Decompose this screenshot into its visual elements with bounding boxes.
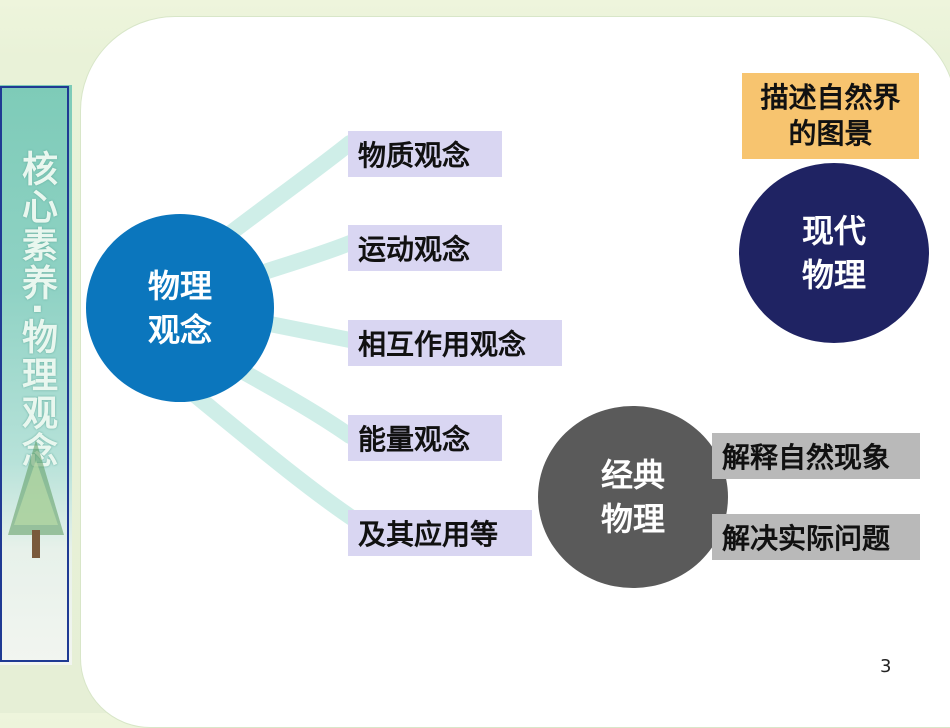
modern-physics-node: 现代 物理 — [739, 163, 929, 343]
page-number: 3 — [880, 656, 892, 677]
modern-physics-label-2: 物理 — [801, 256, 866, 294]
modern-desc-line-1: 描述自然界 — [760, 81, 901, 114]
classical-physics-label-2: 物理 — [600, 500, 665, 538]
concept-box-energy: 能量观念 — [348, 415, 502, 461]
classical-item-explain: 解释自然现象 — [712, 433, 920, 479]
sidebar-title: 核心素养·物理观念 — [16, 150, 57, 470]
classical-physics-node: 经典 物理 — [538, 406, 728, 588]
classical-physics-label-1: 经典 — [600, 456, 665, 494]
classical-item-solve: 解决实际问题 — [712, 514, 920, 560]
concept-box-interaction: 相互作用观念 — [348, 320, 562, 366]
modern-desc-line-2: 的图景 — [788, 117, 873, 150]
physics-concept-label-2: 观念 — [147, 311, 212, 349]
sidebar-band — [0, 85, 72, 665]
tree-decoration — [8, 440, 64, 558]
concept-box-motion: 运动观念 — [348, 225, 502, 271]
physics-concept-label-1: 物理 — [147, 267, 212, 305]
modern-physics-label-1: 现代 — [801, 212, 866, 250]
concept-box-applications: 及其应用等 — [348, 510, 532, 556]
modern-description: 描述自然界 的图景 — [742, 73, 919, 159]
physics-concept-node: 物理 观念 — [86, 214, 274, 402]
concept-box-matter: 物质观念 — [348, 131, 502, 177]
sidebar-frame — [0, 86, 69, 662]
